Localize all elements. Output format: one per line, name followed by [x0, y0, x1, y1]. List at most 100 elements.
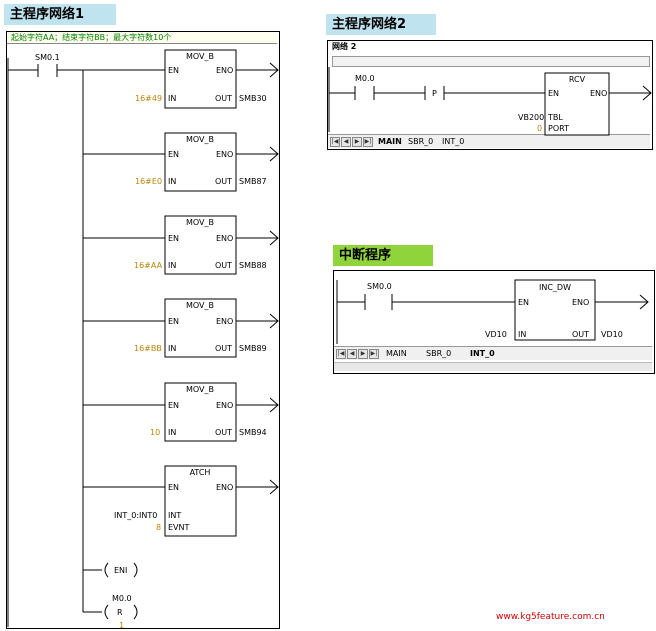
inc-dw-out-value: VD10 [601, 330, 623, 339]
svg-text:INC_DW: INC_DW [539, 283, 571, 292]
reset-coil-m0-0[interactable]: R M0.0 1 [83, 594, 138, 630]
svg-text:IN: IN [168, 344, 176, 353]
atch-evnt-value: 8 [156, 523, 161, 532]
svg-text:M0.0: M0.0 [355, 74, 375, 83]
svg-text:OUT: OUT [215, 94, 232, 103]
svg-text:MOV_B: MOV_B [186, 301, 214, 310]
svg-text:ENO: ENO [216, 317, 233, 326]
atch-int-value: INT_0:INT0 [114, 511, 157, 520]
network-2-header: 网络 2 [332, 42, 357, 51]
mov-b-5-in-value: 10 [150, 428, 160, 437]
rcv-block[interactable]: RCV EN ENO TBL PORT VB200 0 [518, 72, 652, 136]
svg-text:MOV_B: MOV_B [186, 52, 214, 61]
svg-text:EN: EN [168, 234, 179, 243]
contact-sm0-0[interactable]: SM0.0 [364, 282, 393, 310]
svg-text:ENO: ENO [572, 298, 589, 307]
tab-int-0[interactable]: INT_0 [442, 137, 465, 146]
svg-text:ENO: ENO [216, 234, 233, 243]
tab-main[interactable]: MAIN [378, 137, 402, 146]
svg-text:OUT: OUT [215, 177, 232, 186]
svg-text:ENO: ENO [590, 89, 607, 98]
tab-int-0[interactable]: INT_0 [470, 349, 495, 358]
watermark: www.kg5feature.com.cn [496, 612, 605, 622]
nav-first-icon[interactable]: |◀ [330, 137, 340, 147]
svg-text:SM0.0: SM0.0 [367, 282, 392, 291]
svg-text:EN: EN [168, 66, 179, 75]
tab-main[interactable]: MAIN [386, 349, 407, 358]
mov-b-4-out-value: SMB89 [239, 344, 267, 353]
svg-text:OUT: OUT [215, 428, 232, 437]
mov-b-block-2[interactable]: MOV_B EN ENO IN OUT 16#E0 SMB87 [135, 132, 279, 192]
rcv-tbl-value: VB200 [518, 113, 544, 122]
svg-text:ENO: ENO [216, 483, 233, 492]
tab-bar-interrupt: |◀ ◀ ▶ ▶| MAIN SBR_0 INT_0 [334, 346, 652, 360]
mov-b-block-4[interactable]: MOV_B EN ENO IN OUT 16#BB SMB89 [134, 298, 279, 358]
nav-last-icon[interactable]: ▶| [363, 137, 373, 147]
atch-block[interactable]: ATCH EN ENO INT EVNT INT_0:INT0 8 [114, 465, 279, 537]
svg-text:MOV_B: MOV_B [186, 135, 214, 144]
reset-coil-count: 1 [119, 621, 124, 630]
svg-text:MOV_B: MOV_B [186, 385, 214, 394]
horizontal-scrollbar[interactable] [334, 362, 652, 371]
nav-prev-icon[interactable]: ◀ [341, 137, 351, 147]
svg-text:ENO: ENO [216, 66, 233, 75]
nav-first-icon[interactable]: |◀ [336, 349, 346, 359]
eni-coil[interactable]: ENI [83, 562, 138, 578]
svg-text:OUT: OUT [215, 344, 232, 353]
network-comment[interactable]: 起始字符AA；结束字符BB；最大字符数10个 [7, 32, 277, 44]
svg-text:EN: EN [168, 150, 179, 159]
svg-text:PORT: PORT [548, 124, 569, 133]
tab-bar-network-2: |◀ ◀ ▶ ▶| MAIN SBR_0 INT_0 [328, 134, 650, 148]
svg-text:EN: EN [548, 89, 559, 98]
svg-text:ATCH: ATCH [190, 468, 211, 477]
mov-b-2-out-value: SMB87 [239, 177, 267, 186]
mov-b-block-3[interactable]: MOV_B EN ENO IN OUT 16#AA SMB88 [134, 215, 279, 275]
nav-next-icon[interactable]: ▶ [358, 349, 368, 359]
mov-b-5-out-value: SMB94 [239, 428, 267, 437]
svg-text:EN: EN [518, 298, 529, 307]
contact-m0-0[interactable]: M0.0 [354, 74, 375, 100]
svg-text:P: P [432, 89, 437, 98]
svg-text:IN: IN [168, 94, 176, 103]
svg-text:R: R [117, 608, 123, 617]
svg-text:ENI: ENI [114, 566, 127, 575]
svg-text:IN: IN [168, 177, 176, 186]
svg-text:ENO: ENO [216, 150, 233, 159]
svg-text:IN: IN [168, 261, 176, 270]
svg-text:EN: EN [168, 401, 179, 410]
svg-text:IN: IN [518, 330, 526, 339]
title-main-network-2: 主程序网络2 [326, 14, 436, 35]
reset-coil-address: M0.0 [112, 594, 132, 603]
svg-text:OUT: OUT [215, 261, 232, 270]
network-2-comment-bar[interactable] [332, 56, 650, 67]
inc-dw-block[interactable]: INC_DW EN ENO IN OUT VD10 VD10 [485, 279, 649, 341]
svg-text:IN: IN [168, 428, 176, 437]
title-main-network-1: 主程序网络1 [4, 4, 116, 25]
mov-b-1-in-value: 16#49 [135, 94, 162, 103]
nav-prev-icon[interactable]: ◀ [347, 349, 357, 359]
mov-b-3-in-value: 16#AA [134, 261, 163, 270]
positive-edge-contact[interactable]: P [424, 86, 445, 100]
tab-sbr-0[interactable]: SBR_0 [408, 137, 434, 146]
rcv-port-value: 0 [537, 124, 542, 133]
nav-last-icon[interactable]: ▶| [369, 349, 379, 359]
svg-text:OUT: OUT [572, 330, 589, 339]
title-interrupt-program: 中断程序 [333, 245, 433, 266]
mov-b-1-out-value: SMB30 [239, 94, 267, 103]
mov-b-block-1[interactable]: MOV_B EN ENO IN OUT 16#49 SMB30 [135, 49, 279, 109]
svg-text:EN: EN [168, 317, 179, 326]
mov-b-block-5[interactable]: MOV_B EN ENO IN OUT 10 SMB94 [150, 382, 279, 442]
nav-next-icon[interactable]: ▶ [352, 137, 362, 147]
contact-sm0-1-label: SM0.1 [35, 53, 60, 62]
svg-text:EVNT: EVNT [168, 523, 190, 532]
mov-b-4-in-value: 16#BB [134, 344, 162, 353]
svg-text:MOV_B: MOV_B [186, 218, 214, 227]
svg-text:INT: INT [168, 511, 181, 520]
mov-b-3-out-value: SMB88 [239, 261, 267, 270]
inc-dw-in-value: VD10 [485, 330, 507, 339]
svg-text:TBL: TBL [547, 113, 563, 122]
svg-text:RCV: RCV [569, 75, 586, 84]
svg-text:ENO: ENO [216, 401, 233, 410]
tab-sbr-0[interactable]: SBR_0 [426, 349, 452, 358]
